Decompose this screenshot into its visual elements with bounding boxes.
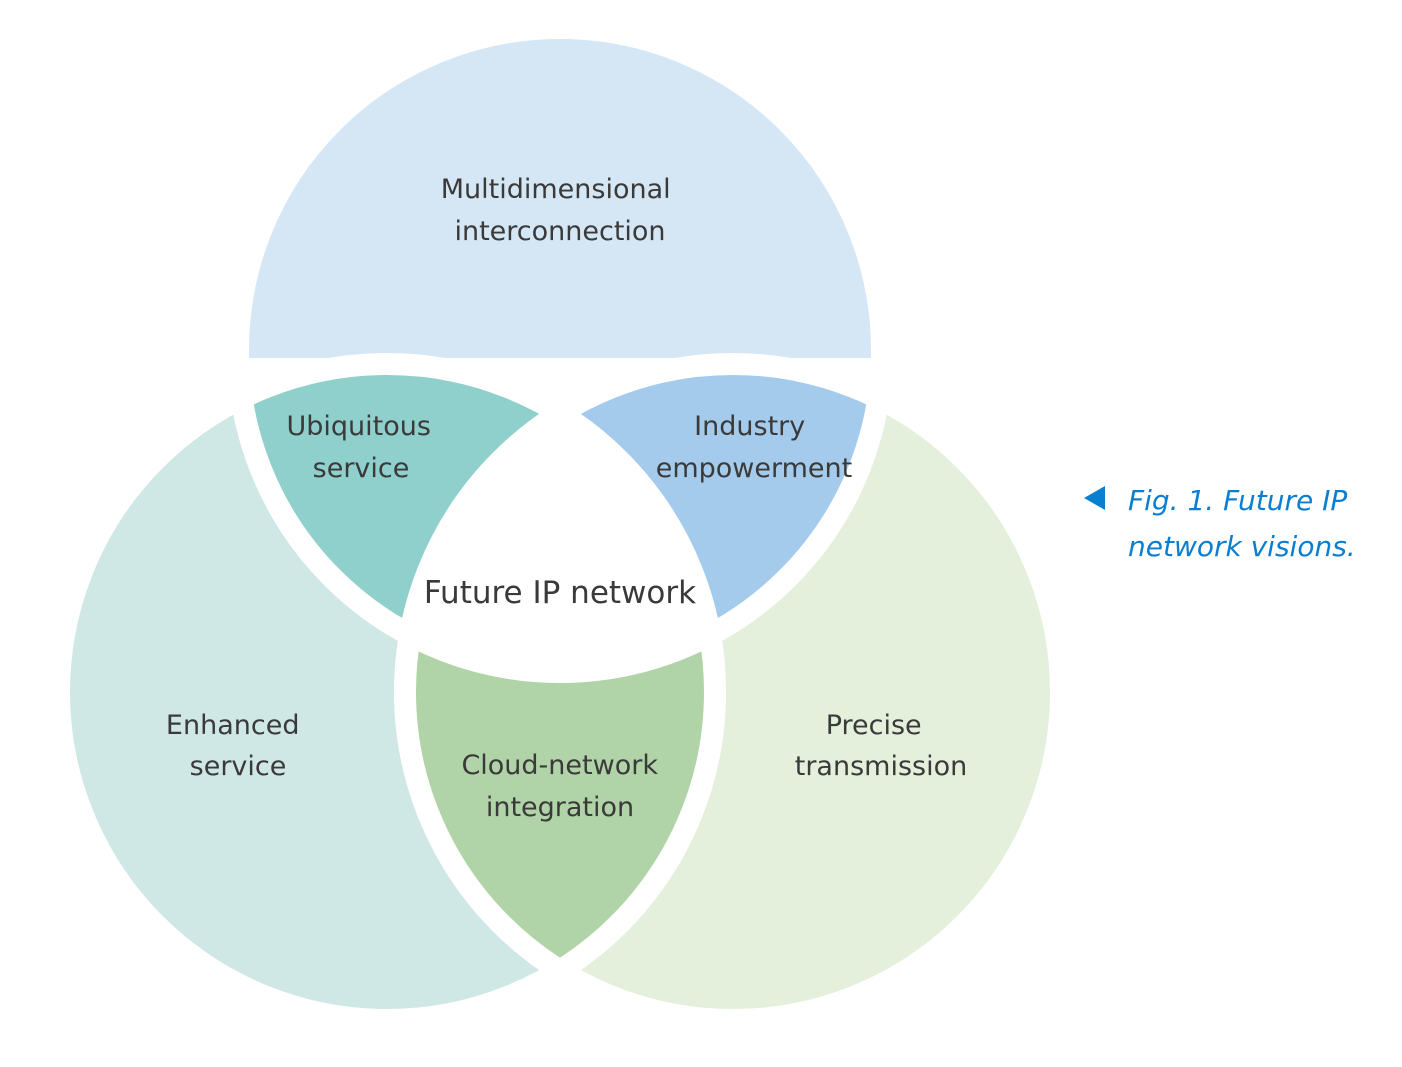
caption-line-1: Fig. 1. Future IP (1128, 484, 1348, 517)
center-region-shape (405, 364, 715, 672)
top-left-overlap-label: Ubiquitous service (286, 411, 439, 484)
top-region-shape (238, 28, 882, 358)
caption-arrow-icon (1084, 486, 1105, 510)
right-region-label: Precise transmission (795, 710, 967, 782)
top-region-label: Multidimensional interconnection (441, 174, 680, 247)
center-label: Future IP network (424, 575, 696, 611)
bottom-overlap-label: Cloud-network integration (461, 750, 666, 823)
caption-line-2: network visions. (1128, 530, 1356, 563)
top-right-overlap-label: Industry empowerment (656, 411, 853, 484)
caption-text: Fig. 1. Future IP network visions. (1128, 478, 1388, 570)
left-region-label: Enhanced service (166, 710, 308, 782)
